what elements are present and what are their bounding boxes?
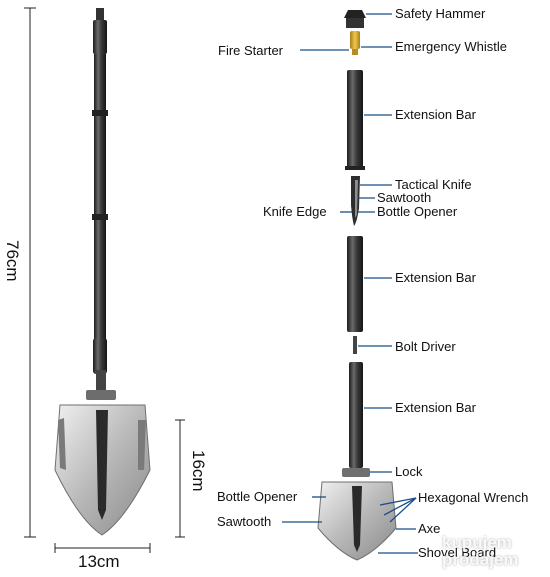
- exploded-parts: [317, 10, 397, 561]
- watermark-line-1: kupujem: [442, 533, 512, 552]
- blade-height-dimension-label: 16cm: [189, 450, 208, 492]
- watermark-line-2: prodajem: [442, 550, 519, 569]
- label-hexagonal-wrench: Hexagonal Wrench: [418, 490, 529, 505]
- dimension-line-blade-width: [54, 543, 151, 553]
- assembled-shovel: [54, 8, 151, 536]
- dimension-line-height: [24, 7, 36, 538]
- label-sawtooth-top: Sawtooth: [377, 190, 432, 205]
- label-tactical-knife: Tactical Knife: [395, 177, 472, 192]
- label-extension-bar-1: Extension Bar: [395, 107, 476, 122]
- label-bottle-opener-bottom: Bottle Opener: [217, 489, 298, 504]
- dimension-line-blade-height: [175, 419, 185, 538]
- label-bolt-driver: Bolt Driver: [395, 339, 456, 354]
- label-axe: Axe: [418, 521, 441, 536]
- label-extension-bar-2: Extension Bar: [395, 270, 476, 285]
- label-knife-edge: Knife Edge: [263, 204, 327, 219]
- height-dimension-label: 76cm: [3, 240, 22, 282]
- label-shovel-board: Shovel Board: [418, 545, 497, 560]
- label-safety-hammer: Safety Hammer: [395, 6, 486, 21]
- label-emergency-whistle: Emergency Whistle: [395, 39, 507, 54]
- label-fire-starter: Fire Starter: [218, 43, 284, 58]
- label-sawtooth-bottom: Sawtooth: [217, 514, 272, 529]
- label-extension-bar-3: Extension Bar: [395, 400, 476, 415]
- blade-width-dimension-label: 13cm: [78, 552, 120, 571]
- label-lock: Lock: [395, 464, 423, 479]
- label-bottle-opener-top: Bottle Opener: [377, 204, 458, 219]
- leader-lines: [282, 13, 418, 554]
